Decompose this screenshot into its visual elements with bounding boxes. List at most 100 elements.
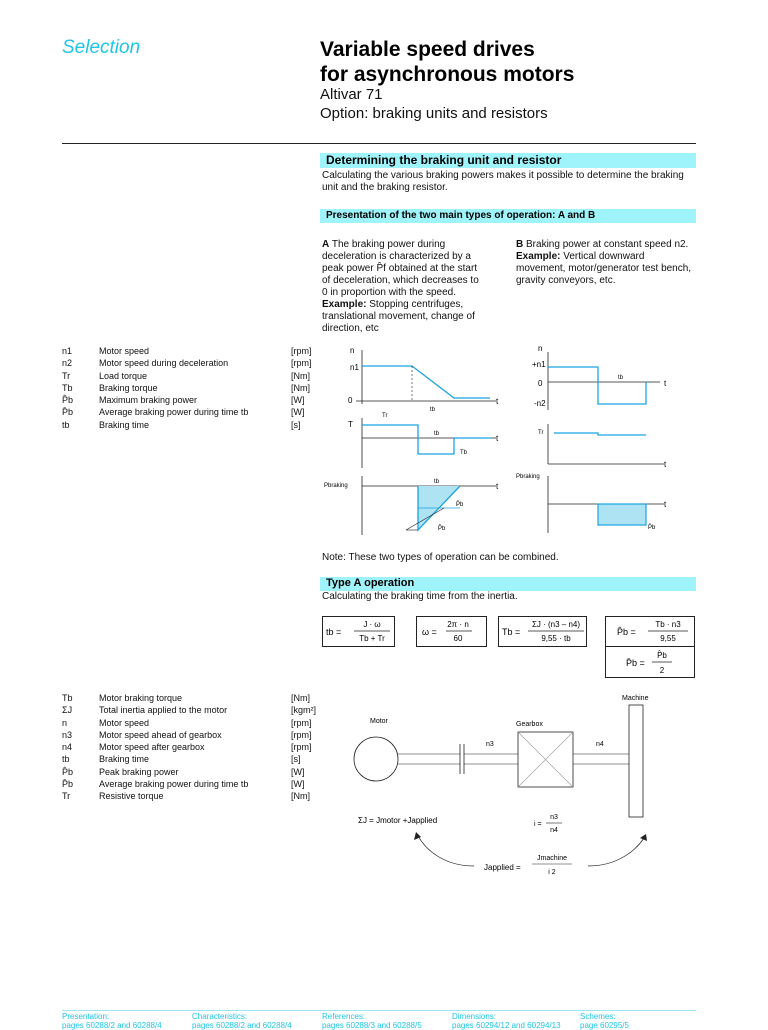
legend1-desc: Braking torque	[99, 382, 158, 393]
type-b-letter: B	[516, 239, 524, 250]
legend2-unit: [Nm]	[291, 693, 310, 703]
type-a-text: The braking power during deceleration is…	[322, 239, 479, 298]
formula-box-tb	[322, 616, 395, 647]
legend2-sym: tb	[62, 754, 70, 765]
type-b-description: B Braking power at constant speed n2. Ex…	[516, 239, 696, 287]
footer-link[interactable]: Characteristics:pages 60288/2 and 60288/…	[192, 1012, 292, 1030]
legend2-sym: ΣJ	[62, 705, 73, 716]
heading-type-a: Type A operation	[326, 577, 415, 589]
page-subtitle: Altivar 71 Option: braking units and res…	[320, 85, 548, 123]
intro-paragraph: Calculating the various braking powers m…	[322, 170, 684, 193]
arrow-left-curve	[417, 835, 475, 867]
graph-b-minus-n2-label: -n2	[534, 399, 546, 408]
gearbox-label: Gearbox	[516, 721, 543, 728]
graph-b-tb-label: tb	[618, 375, 624, 381]
formula-Pbar-lhs: P̄b =	[626, 658, 645, 668]
legend1-sym: Tr	[62, 370, 71, 381]
graph-b-t-label: t	[664, 379, 667, 388]
graph-a-T-label: T	[348, 420, 353, 429]
graph-a-tb-torque-label: tb	[434, 431, 440, 437]
graph-a-tb-label: tb	[430, 407, 436, 413]
footer-link[interactable]: Dimensions:pages 60294/12 and 60294/13	[452, 1012, 561, 1030]
graph-type-b: n +n1 0 -n2 tb t Tr t Pbraking P̄b t	[516, 344, 667, 533]
arrow-right-curve	[587, 837, 645, 867]
heading-bar-determining: Determining the braking unit and resisto…	[320, 153, 696, 168]
sum-j-formula: ΣJ = Jmotor +Japplied	[358, 816, 437, 825]
legend2-desc: Average braking power during time tb	[99, 779, 249, 790]
graph-a-tr-label: Tr	[382, 413, 387, 419]
legend2-sym: Tr	[62, 791, 71, 802]
machine-shape	[628, 704, 644, 818]
legend1-unit: [s]	[291, 419, 301, 430]
legend1-row: Tr Load torque [Nm]	[62, 370, 322, 382]
graph-a-t3-label: t	[496, 482, 499, 491]
japplied-den: i 2	[548, 869, 556, 876]
graph-a-phat-label: P̂b	[438, 525, 446, 532]
legend1-desc: Maximum braking power	[99, 395, 198, 406]
legend2-unit: [rpm]	[291, 717, 312, 728]
legend2-sym: n3	[62, 729, 73, 740]
arrow-left-head	[414, 832, 421, 840]
legend1-unit: [Nm]	[291, 370, 310, 381]
legend2-desc: Motor braking torque	[99, 693, 183, 703]
legend1-unit: [W]	[291, 407, 305, 418]
footer-link-label: References:	[322, 1012, 366, 1021]
n3-label: n3	[486, 741, 494, 748]
footer-link-ref: pages 60288/2 and 60288/4	[62, 1021, 162, 1030]
legend2-sym: P̄b	[62, 779, 74, 790]
heading-presentation: Presentation of the two main types of op…	[326, 210, 596, 221]
footer-link-ref: pages 60294/12 and 60294/13	[452, 1021, 561, 1030]
legend1-unit: [rpm]	[291, 358, 312, 369]
formula-Pb-lhs: P̂b =	[617, 627, 636, 637]
graph-b-zero-label: 0	[538, 379, 543, 388]
formula-box-omega	[416, 616, 487, 647]
type-a-description: A The braking power during deceleration …	[322, 239, 486, 335]
footer-link[interactable]: References:pages 60288/3 and 60288/5	[322, 1012, 422, 1030]
graph-type-a: n n1 0 tb t T Tr tb Tb t Pbraking tb P̄b…	[324, 346, 499, 535]
product-name: Altivar 71	[320, 86, 383, 103]
arrow-right-head	[640, 834, 647, 841]
formula-omega-den: 60	[454, 634, 463, 643]
legend1-unit: [W]	[291, 395, 305, 406]
graph-b-power-fill	[597, 503, 647, 526]
formula-Pb-den: 9,55	[660, 634, 676, 643]
motor-label: Motor	[370, 718, 389, 725]
formula-Pbar-den: 2	[660, 666, 665, 675]
ratio-num: n3	[550, 814, 558, 821]
formula-tb-lhs: tb =	[326, 627, 341, 637]
motor-shape	[353, 736, 399, 782]
page-title: Variable speed drives for asynchronous m…	[320, 37, 574, 87]
legend1-desc: Load torque	[99, 370, 148, 381]
legend2-desc: Motor speed after gearbox	[99, 742, 205, 753]
legend2-desc: Motor speed	[99, 717, 150, 728]
graph-a-Tb-label: Tb	[460, 450, 468, 456]
mechanical-diagram: Machine Motor n3 Gearbox n4 ΣJ = Jmotor …	[353, 695, 649, 876]
legend2-sym: n	[62, 717, 68, 728]
formula-Pb-num: Tb · n3	[655, 620, 681, 629]
formula-Tb-den: 9,55 · tb	[541, 634, 571, 643]
heading-bar-presentation: Presentation of the two main types of op…	[320, 209, 696, 223]
ratio-lhs: i =	[534, 821, 542, 828]
footer-link-label: Presentation:	[62, 1012, 110, 1021]
footer-link-ref: page 60295/5	[580, 1021, 629, 1030]
machine-label: Machine	[622, 695, 649, 702]
footer-link[interactable]: Presentation:pages 60288/2 and 60288/4	[62, 1012, 162, 1030]
legend2-desc: Peak braking power	[99, 766, 179, 777]
graph-a-power-leader	[405, 507, 445, 531]
legend1-unit: [rpm]	[291, 346, 312, 356]
type-b-example-text: Vertical downward movement, motor/genera…	[516, 251, 692, 286]
legend2-sym: P̂b	[62, 766, 74, 777]
legend1-unit: [Nm]	[291, 382, 310, 393]
formula-box-Tb	[498, 616, 587, 647]
footer-link[interactable]: Schemes:page 60295/5	[580, 1012, 629, 1030]
graph-a-zero-label: 0	[348, 396, 353, 405]
legend1-sym: tb	[62, 419, 70, 430]
legend2-unit: [W]	[291, 766, 305, 777]
footer-links: Presentation:pages 60288/2 and 60288/4 Ch…	[62, 1012, 696, 1030]
